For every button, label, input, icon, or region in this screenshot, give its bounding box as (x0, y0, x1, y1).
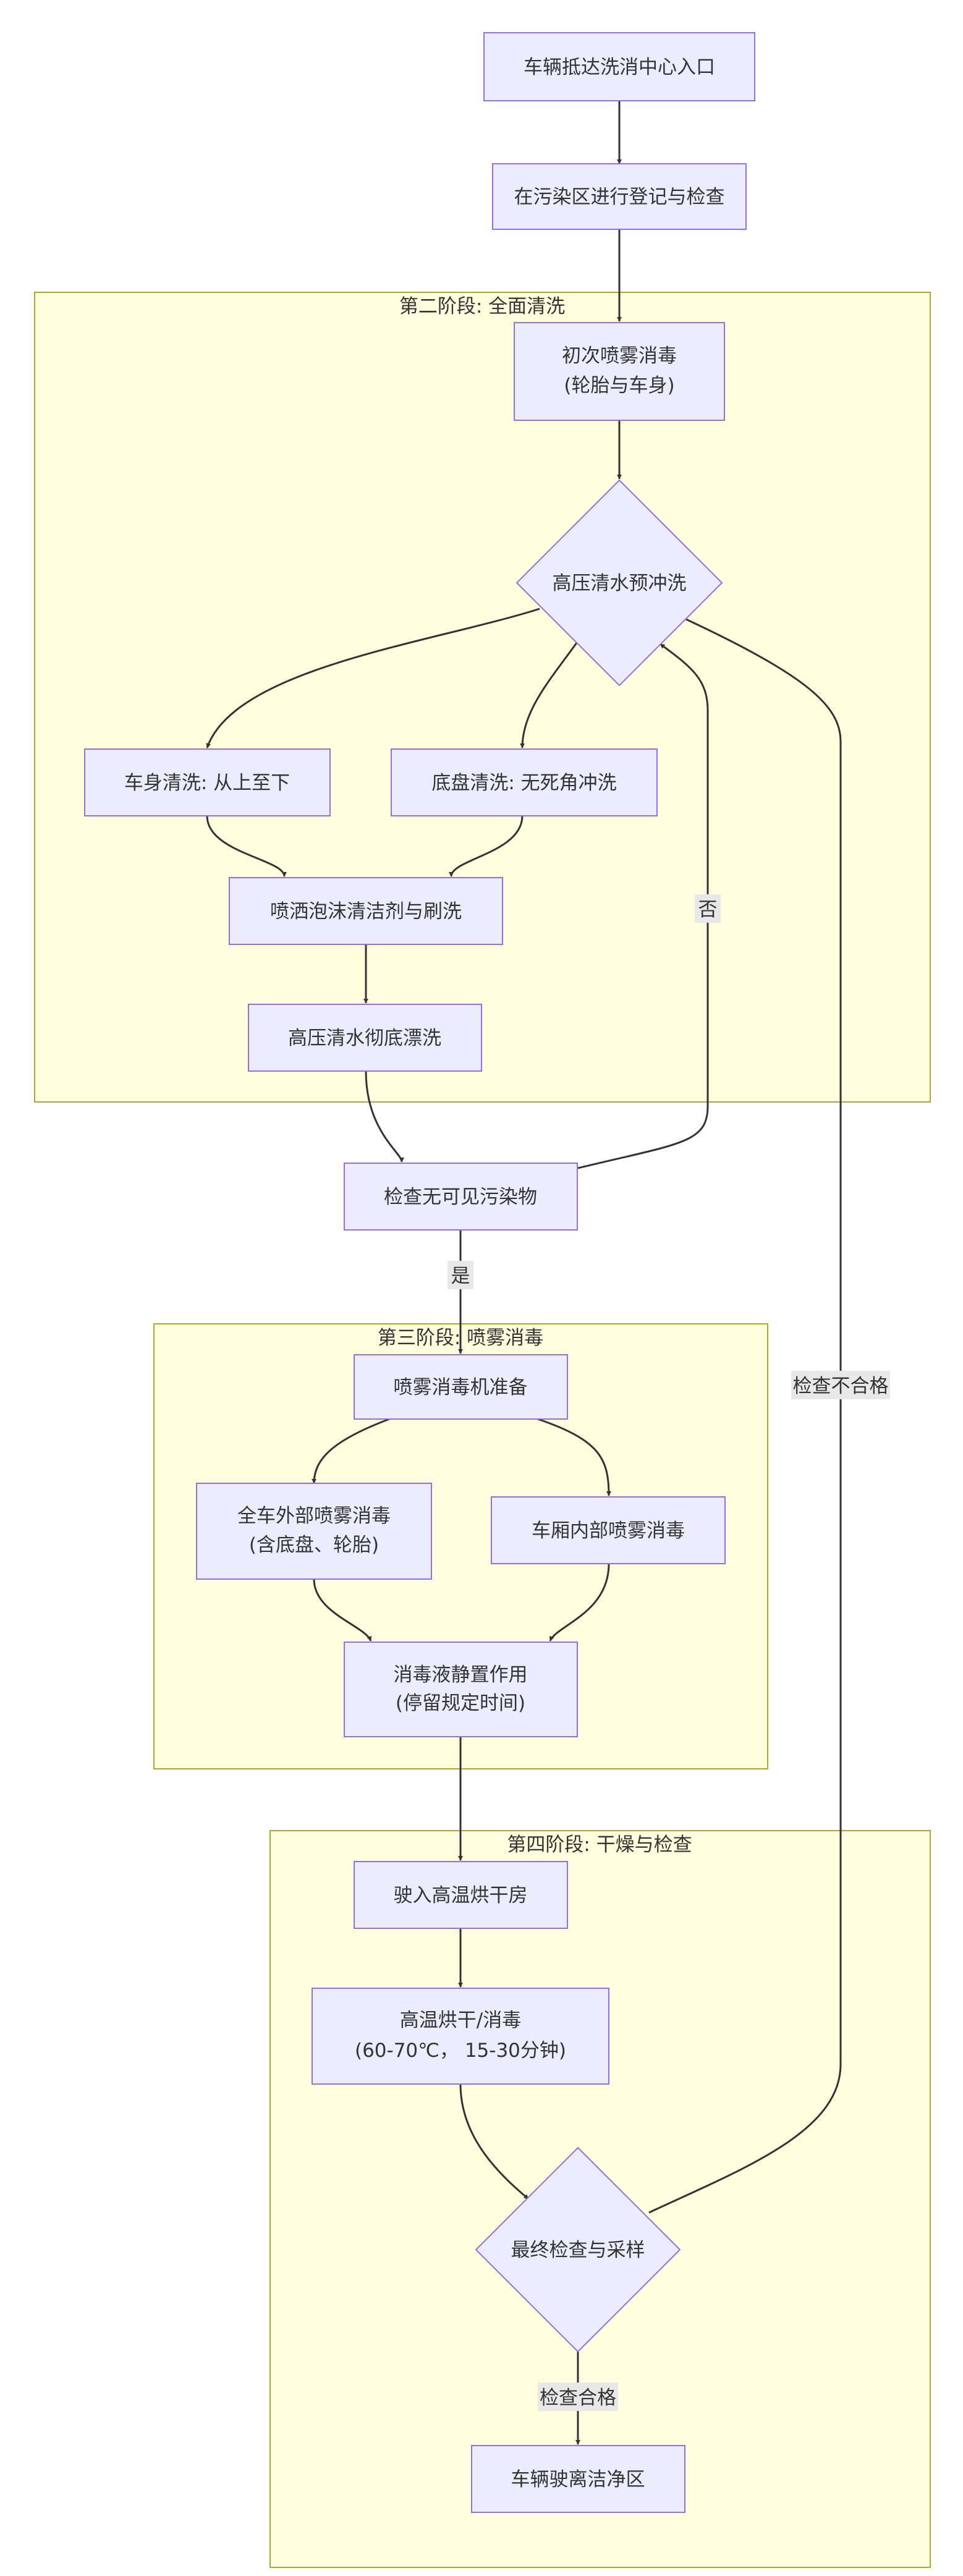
node-vehicle-leave: 车辆驶离洁净区 (471, 2445, 685, 2513)
node-sprayer-prep-label: 喷雾消毒机准备 (394, 1376, 528, 1399)
node-register-check: 在污染区进行登记与检查 (492, 163, 747, 230)
edge-prewash-body (206, 608, 540, 748)
node-chassis-wash-label: 底盘清洗: 无死角冲洗 (431, 772, 616, 794)
node-enter-dryroom: 驶入高温烘干房 (354, 1861, 568, 1929)
edge-prewash-chassis (520, 642, 578, 748)
node-body-wash: 车身清洗: 从上至下 (84, 748, 331, 816)
edge-label-pass-text: 检查合格 (540, 2387, 616, 2409)
edge-drying-final (459, 2083, 529, 2200)
edge-body-foam (206, 815, 287, 877)
edge-inspect-prewash-no (577, 643, 709, 1169)
node-thorough-rinse-label: 高压清水彻底漂洗 (288, 1027, 441, 1049)
edge-extspray-standing (313, 1578, 372, 1642)
node-chassis-wash: 底盘清洗: 无死角冲洗 (391, 748, 658, 816)
edge-label-fail: 检查不合格 (791, 1371, 890, 1399)
edge-label-yes: 是 (448, 1261, 473, 1289)
node-foam-brush-label: 喷洒泡沫清洁剂与刷洗 (270, 900, 462, 923)
node-pre-rinse-label: 高压清水预冲洗 (553, 572, 687, 595)
node-standing-time: 消毒液静置作用 (停留规定时间) (344, 1642, 578, 1737)
node-heat-drying-line2: (60-70℃， 15-30分钟) (355, 2040, 566, 2062)
node-inspect-contaminant: 检查无可见污染物 (344, 1163, 578, 1231)
node-final-check-label: 最终检查与采样 (511, 2239, 645, 2261)
stage-2-cluster: 第二阶段: 全面清洗 (34, 292, 931, 1103)
edge-sprayprep-intspray (537, 1418, 611, 1496)
node-final-check-decision: 最终检查与采样 (475, 2146, 681, 2353)
edges (206, 101, 842, 2445)
node-vehicle-arrive-label: 车辆抵达洗消中心入口 (524, 56, 715, 78)
node-vehicle-arrive: 车辆抵达洗消中心入口 (483, 32, 755, 101)
node-inspect-contaminant-label: 检查无可见污染物 (384, 1186, 537, 1208)
node-standing-time-line1: 消毒液静置作用 (394, 1664, 528, 1686)
node-exterior-spray: 全车外部喷雾消毒 (含底盘、轮胎) (196, 1483, 432, 1580)
node-enter-dryroom-label: 驶入高温烘干房 (394, 1884, 528, 1907)
edge-rinse-inspect (365, 1070, 404, 1163)
edge-final-prewash-fail (648, 614, 842, 2214)
edge-chassis-foam (449, 815, 524, 877)
node-thorough-rinse: 高压清水彻底漂洗 (248, 1004, 482, 1072)
node-register-check-label: 在污染区进行登记与检查 (514, 186, 725, 208)
edge-label-no-text: 否 (698, 899, 718, 921)
edge-label-no: 否 (695, 894, 721, 923)
node-foam-brush: 喷洒泡沫清洁剂与刷洗 (229, 877, 503, 945)
edge-sprayprep-extspray (312, 1418, 390, 1484)
node-initial-spray-line2: (轮胎与车身) (564, 375, 674, 397)
node-heat-drying-line1: 高温烘干/消毒 (400, 2009, 521, 2032)
node-vehicle-leave-label: 车辆驶离洁净区 (511, 2468, 645, 2491)
node-heat-drying: 高温烘干/消毒 (60-70℃， 15-30分钟) (312, 1988, 609, 2085)
node-interior-spray: 车厢内部喷雾消毒 (491, 1496, 726, 1564)
node-exterior-spray-line1: 全车外部喷雾消毒 (237, 1505, 391, 1527)
stage-4-title: 第四阶段: 干燥与检查 (507, 1834, 692, 1856)
node-standing-time-line2: (停留规定时间) (396, 1692, 525, 1714)
node-initial-spray-line1: 初次喷雾消毒 (562, 345, 677, 367)
edge-intspray-standing (549, 1563, 610, 1642)
node-pre-rinse-decision: 高压清水预冲洗 (515, 479, 723, 687)
edge-label-fail-text: 检查不合格 (793, 1375, 889, 1397)
node-exterior-spray-line2: (含底盘、轮胎) (249, 1534, 379, 1556)
stage-2-title: 第二阶段: 全面清洗 (399, 295, 565, 318)
edge-label-yes-text: 是 (451, 1265, 470, 1287)
node-interior-spray-label: 车厢内部喷雾消毒 (532, 1520, 685, 1542)
node-initial-spray: 初次喷雾消毒 (轮胎与车身) (514, 322, 725, 421)
node-sprayer-prep: 喷雾消毒机准备 (354, 1354, 568, 1420)
node-body-wash-label: 车身清洗: 从上至下 (124, 772, 290, 794)
edge-label-pass: 检查合格 (538, 2383, 618, 2411)
